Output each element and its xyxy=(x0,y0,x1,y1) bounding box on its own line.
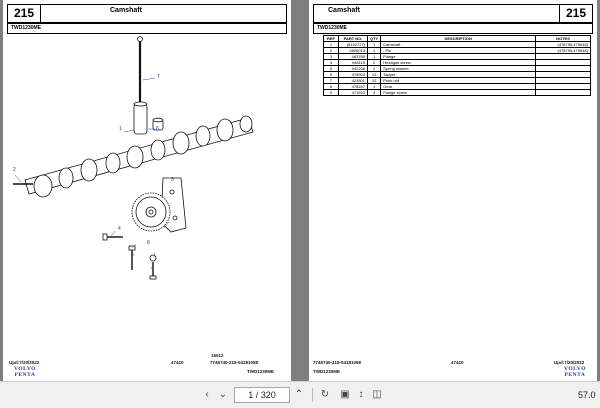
page-header: Camshaft 215 xyxy=(313,4,593,23)
zoom-level[interactable]: 57.0 xyxy=(578,390,596,400)
callout-1: 1 xyxy=(119,126,122,132)
left-page: 215 Camshaft TWD1230ME xyxy=(3,0,291,381)
chevron-up-icon[interactable]: ⌃ xyxy=(294,389,304,400)
spread-icon[interactable]: ◫ xyxy=(372,389,382,400)
figure-id: 15012 xyxy=(211,353,224,358)
footer-upd: Upd:7/20/2022 xyxy=(554,360,585,365)
page-subtitle: TWD1230ME xyxy=(313,23,593,34)
chevron-left-icon[interactable]: ‹ xyxy=(205,389,209,400)
viewer-toolbar: ‹ ⌄ 1 / 320 ⌃ ↻ ▣ ↕ ◫ 57.0 xyxy=(0,381,600,408)
callout-5: 5 xyxy=(131,252,134,258)
callout-8: 8 xyxy=(147,240,150,246)
camshaft-diagram xyxy=(13,36,254,280)
page-title: Camshaft xyxy=(110,7,142,14)
footer-model: TWD1230ME xyxy=(247,369,275,374)
callout-7: 7 xyxy=(157,74,160,80)
footer-upd: Upd:7/20/2022 xyxy=(9,360,40,365)
callout-2: 2 xyxy=(13,167,16,173)
footer-center: 47410 xyxy=(451,360,464,365)
page-subtitle: TWD1230ME xyxy=(7,23,287,34)
chevron-down-icon[interactable]: ⌄ xyxy=(218,389,228,400)
footer-center: 47410 xyxy=(171,360,184,365)
page-number: 215 xyxy=(8,5,41,22)
table-row: 9 471533 3 Flange screw xyxy=(323,89,591,96)
toolbar-divider xyxy=(312,388,313,402)
parts-table: REF PART NO. QTY DESCRIPTION NOTES 1 (81… xyxy=(323,35,591,96)
page-number: 215 xyxy=(559,5,592,22)
page-header: 215 Camshaft xyxy=(7,4,287,23)
callout-6: 6 xyxy=(156,126,159,132)
callout-3: 3 xyxy=(171,177,174,183)
right-page: Camshaft 215 TWD1230ME REF PART NO. QTY … xyxy=(309,0,597,381)
page-number-input[interactable]: 1 / 320 xyxy=(234,387,290,403)
footer-code: 7745740-215-04181058 xyxy=(313,360,362,365)
scroll-mode-icon[interactable]: ↕ xyxy=(358,389,364,400)
page-title: Camshaft xyxy=(328,7,360,14)
callout-4: 4 xyxy=(118,226,121,232)
volvo-penta-logo: VOLVO PENTA xyxy=(14,366,36,378)
fit-page-icon[interactable]: ▣ xyxy=(340,389,350,400)
volvo-penta-logo: VOLVO PENTA xyxy=(564,366,586,378)
footer-model: TWD1230ME xyxy=(313,369,341,374)
footer-code: 7745740-215-04181058 xyxy=(210,360,259,365)
rotate-icon[interactable]: ↻ xyxy=(320,389,330,400)
